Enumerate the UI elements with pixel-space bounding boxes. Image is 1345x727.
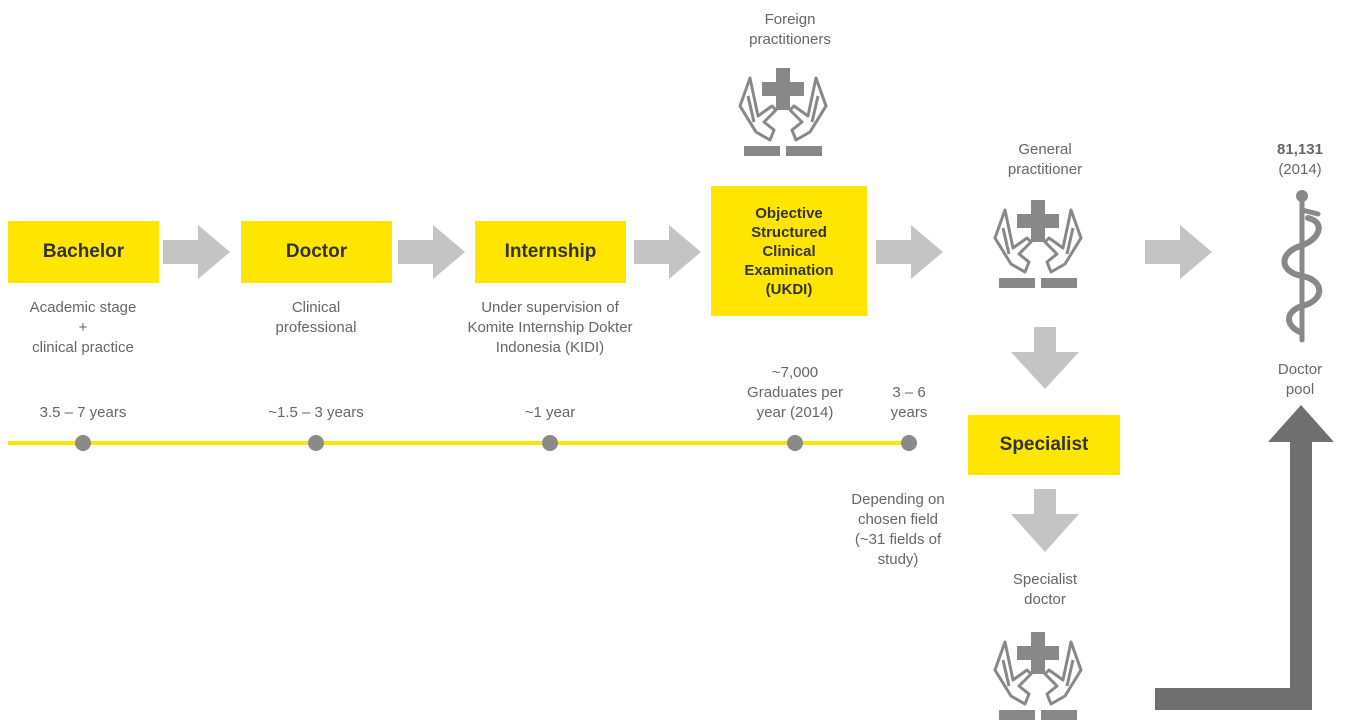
graduates-line: ~7,000 xyxy=(771,364,819,381)
label-line: pool xyxy=(1285,381,1315,398)
label-line: practitioner xyxy=(1007,161,1083,178)
duration-line: years xyxy=(890,404,928,421)
stage-internship: Internship xyxy=(475,221,626,283)
foreign-practitioners-label: Foreign practitioners xyxy=(720,10,860,50)
timeline-dot xyxy=(901,435,917,451)
label-line: Doctor xyxy=(1277,361,1323,378)
flow-arrow xyxy=(163,225,230,279)
internship-description: Under supervision of Komite Internship D… xyxy=(435,298,665,358)
rod-of-asclepius-icon xyxy=(1281,190,1323,343)
caring-hands-cross-icon xyxy=(993,630,1083,722)
stage-bachelor: Bachelor xyxy=(8,221,159,283)
timeline-dot xyxy=(75,435,91,451)
down-arrow xyxy=(1011,489,1079,552)
flow-arrow xyxy=(876,225,943,279)
stage-bachelor-label: Bachelor xyxy=(42,241,125,262)
doctor-pool-count: 81,131 (2014) xyxy=(1240,140,1345,180)
osce-line: Examination xyxy=(744,261,834,279)
bachelor-description: Academic stage + clinical practice xyxy=(0,298,166,358)
osce-line: Clinical xyxy=(762,242,816,260)
stage-internship-label: Internship xyxy=(504,241,597,262)
description-line: + xyxy=(78,319,88,336)
graduates-per-year: ~7,000 Graduates per year (2014) xyxy=(725,363,865,423)
stage-osce: Objective Structured Clinical Examinatio… xyxy=(711,186,867,316)
label-line: doctor xyxy=(1024,591,1066,608)
flow-arrow xyxy=(1145,225,1212,279)
caring-hands-cross-icon xyxy=(738,66,828,158)
osce-line: Objective xyxy=(755,204,823,222)
pool-count-value: 81,131 xyxy=(1277,141,1323,158)
description-line: Indonesia (KIDI) xyxy=(495,339,605,356)
description-line: Komite Internship Dokter xyxy=(467,319,633,336)
timeline-dot xyxy=(308,435,324,451)
caring-hands-cross-icon xyxy=(993,198,1083,290)
flow-arrow xyxy=(634,225,701,279)
description-line: Under supervision of xyxy=(481,299,619,316)
graduates-line: year (2014) xyxy=(756,404,834,421)
description-line: clinical practice xyxy=(32,339,134,356)
flow-arrow xyxy=(398,225,465,279)
label-line: Specialist xyxy=(1012,571,1078,588)
description-line: professional xyxy=(275,319,357,336)
stage-doctor: Doctor xyxy=(241,221,392,283)
label-line: practitioners xyxy=(749,31,831,48)
duration-specialist: 3 – 6 years xyxy=(872,383,946,423)
label-line: General xyxy=(1018,141,1072,158)
graduates-line: Graduates per xyxy=(747,384,843,401)
general-practitioner-label: General practitioner xyxy=(975,140,1115,180)
description-line: Clinical xyxy=(291,299,341,316)
label-line: Foreign xyxy=(764,11,816,28)
pool-year: (2014) xyxy=(1278,161,1322,178)
description-line: Depending on xyxy=(851,491,945,508)
duration-internship: ~1 year xyxy=(524,404,576,421)
duration-bachelor: 3.5 – 7 years xyxy=(39,404,127,421)
specialist-doctor-label: Specialist doctor xyxy=(975,570,1115,610)
stage-specialist-label: Specialist xyxy=(999,434,1089,455)
description-line: (~31 fields of xyxy=(854,531,942,548)
down-arrow xyxy=(1011,327,1079,389)
duration-line: 3 – 6 xyxy=(892,384,926,401)
osce-line: Structured xyxy=(751,223,827,241)
osce-line: (UKDI) xyxy=(765,280,813,298)
description-line: chosen field xyxy=(857,511,939,528)
timeline-dot xyxy=(787,435,803,451)
doctor-description: Clinical professional xyxy=(236,298,396,338)
description-line: study) xyxy=(877,551,919,568)
stage-doctor-label: Doctor xyxy=(285,241,348,262)
specialist-description: Depending on chosen field (~31 fields of… xyxy=(838,490,958,570)
pool-arrow xyxy=(1155,405,1334,710)
doctor-pool-label: Doctor pool xyxy=(1250,360,1345,400)
duration-doctor: ~1.5 – 3 years xyxy=(268,404,364,421)
description-line: Academic stage xyxy=(29,299,137,316)
stage-specialist: Specialist xyxy=(968,415,1120,475)
timeline-dot xyxy=(542,435,558,451)
